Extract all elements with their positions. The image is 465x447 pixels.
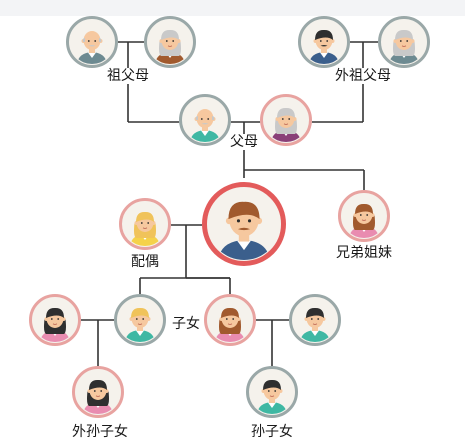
boy-icon [246, 366, 298, 418]
girl-icon [29, 294, 81, 346]
blonde-woman-icon [119, 198, 171, 250]
old-man-icon [298, 16, 350, 68]
avatars [29, 16, 430, 418]
label-parents: 父母 [228, 134, 260, 150]
label-children: 子女 [170, 316, 202, 332]
man-icon [202, 182, 286, 266]
grey-haired-woman-icon [260, 94, 312, 146]
old-man-icon [66, 16, 118, 68]
label-daughters-children: 外孙子女 [72, 424, 128, 440]
red-haired-woman-icon [338, 190, 390, 242]
girl-icon [204, 294, 256, 346]
label-grandparents: 祖父母 [105, 68, 151, 84]
label-sons-children: 孙子女 [251, 424, 293, 440]
boy-icon [289, 294, 341, 346]
label-siblings: 兄弟姐妹 [336, 245, 392, 261]
bald-man-icon [179, 94, 231, 146]
top-bar [0, 0, 465, 16]
boy-icon [114, 294, 166, 346]
old-woman-icon [144, 16, 196, 68]
label-maternal-grandparents: 外祖父母 [333, 68, 393, 84]
girl-icon [72, 366, 124, 418]
old-woman-icon [378, 16, 430, 68]
label-spouse: 配偶 [131, 254, 159, 270]
